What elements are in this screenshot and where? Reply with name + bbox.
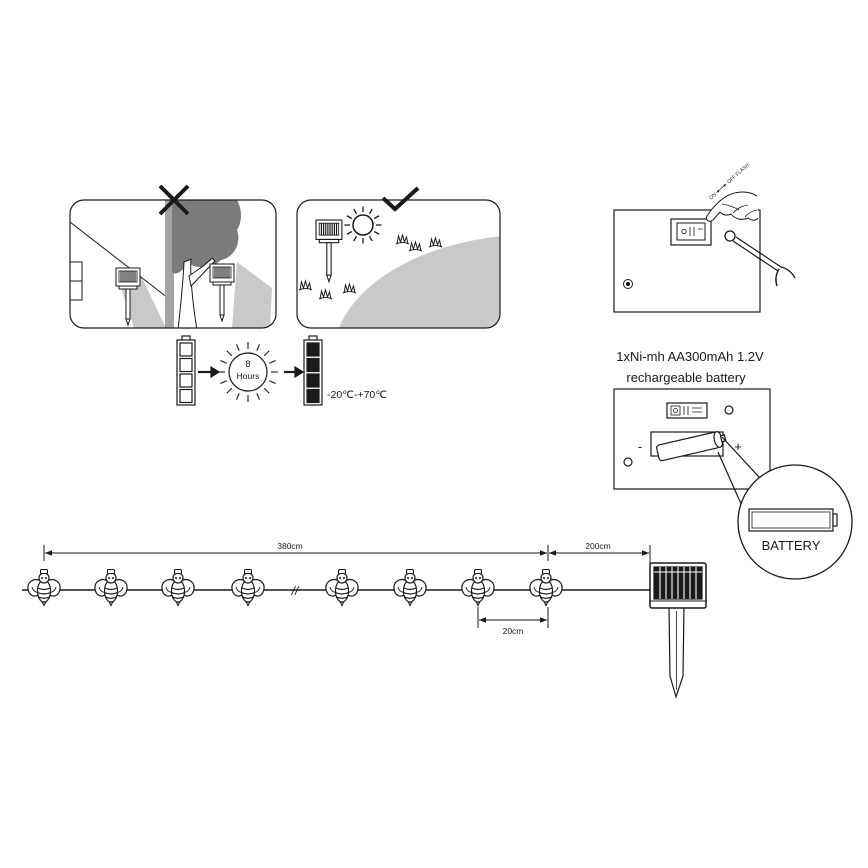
aa-battery-icon [656, 431, 727, 462]
sun-icon [352, 214, 374, 236]
plus-terminal: + [734, 439, 742, 454]
arrow-right-icon [198, 365, 221, 379]
sun-hours-unit: Hours [237, 371, 260, 381]
screw-hole [724, 405, 734, 415]
switch-panel: ON OFF FLASH [613, 162, 796, 313]
screwdriver-icon [724, 230, 796, 287]
sun-rays [218, 342, 278, 402]
empty-battery-icon [176, 335, 196, 406]
sun-ray [263, 350, 270, 357]
sun-ray [269, 380, 276, 384]
sun-hours-value: 8 [245, 359, 250, 369]
battery-panel: 1xNi-mh AA300mAh 1.2V rechargeable batte… [613, 349, 853, 580]
sun-ray [373, 215, 380, 220]
tree-trunk [177, 258, 198, 328]
panel-frame [296, 199, 501, 329]
arrow-right-icon [284, 365, 305, 379]
hand-icon [706, 191, 759, 222]
solar-panel-stake [649, 562, 707, 700]
bee-light [461, 568, 495, 607]
sun-ray [220, 380, 227, 384]
tree-shadow [232, 262, 272, 328]
screw-hole [623, 457, 633, 467]
length-dimensions: 380cm 200cm [43, 541, 651, 566]
battery-spec-line1: 1xNi-mh AA300mAh 1.2V [616, 349, 764, 364]
tree-shadow-band [165, 200, 174, 328]
sun-ray [368, 208, 373, 215]
lead-wire-length-label: 200cm [585, 541, 611, 551]
switch-off-flash-label: OFF FLASH [726, 162, 751, 185]
temperature-range: -20℃-+70℃ [327, 389, 387, 401]
bee-light [393, 568, 427, 607]
total-length-label: 380cm [277, 541, 303, 551]
sun-ray [368, 235, 373, 242]
panel-shaded-placement [69, 199, 277, 329]
sun-ray [256, 344, 260, 351]
sunlit-hill [338, 236, 500, 328]
minus-terminal: - [638, 439, 642, 454]
battery-spec-line2: rechargeable battery [626, 370, 746, 385]
placement-guide [69, 184, 501, 329]
sun-ray [353, 208, 358, 215]
panel-sunny-placement [296, 199, 501, 329]
power-switch [670, 218, 712, 246]
cross-icon [158, 184, 190, 216]
bee-light [231, 568, 265, 607]
sun-ray [220, 360, 227, 364]
sun-ray [353, 235, 358, 242]
switch-on-label: ON [708, 192, 718, 202]
battery-icon [748, 508, 838, 532]
sun-ray [226, 387, 233, 394]
tree-canopy [172, 200, 241, 274]
sun-ray [236, 393, 240, 400]
break-mark: // [291, 584, 300, 598]
tree-branch [188, 257, 216, 288]
sun-ray [346, 230, 353, 235]
roof-edge [70, 221, 169, 299]
charging-sequence: 8 Hours -20℃-+70℃ [176, 335, 387, 406]
bee-light [27, 568, 61, 607]
sun-ray [256, 393, 260, 400]
sun-ray [373, 230, 380, 235]
sun-rays [344, 206, 382, 244]
sun-ray [226, 350, 233, 357]
battery-magnifier: BATTERY [737, 464, 853, 580]
string-light: 380cm 200cm // 20cm [22, 541, 707, 700]
full-battery-icon [303, 335, 323, 406]
sun-hours-icon: 8 Hours [218, 342, 278, 402]
bee-light [161, 568, 195, 607]
screw-hole [623, 279, 633, 289]
spacing-dimension: 20cm [477, 607, 549, 636]
power-switch [666, 402, 708, 419]
magnifier-leader-lines [717, 436, 760, 507]
sun-ray [263, 387, 270, 394]
sun-ray [269, 360, 276, 364]
check-icon [381, 186, 420, 212]
bee-light [529, 568, 563, 607]
bee-light [325, 568, 359, 607]
battery-label: BATTERY [762, 538, 821, 553]
bee-light [94, 568, 128, 607]
sun-ray [236, 344, 240, 351]
sun-ray [346, 215, 353, 220]
bulb-spacing-label: 20cm [503, 626, 524, 636]
